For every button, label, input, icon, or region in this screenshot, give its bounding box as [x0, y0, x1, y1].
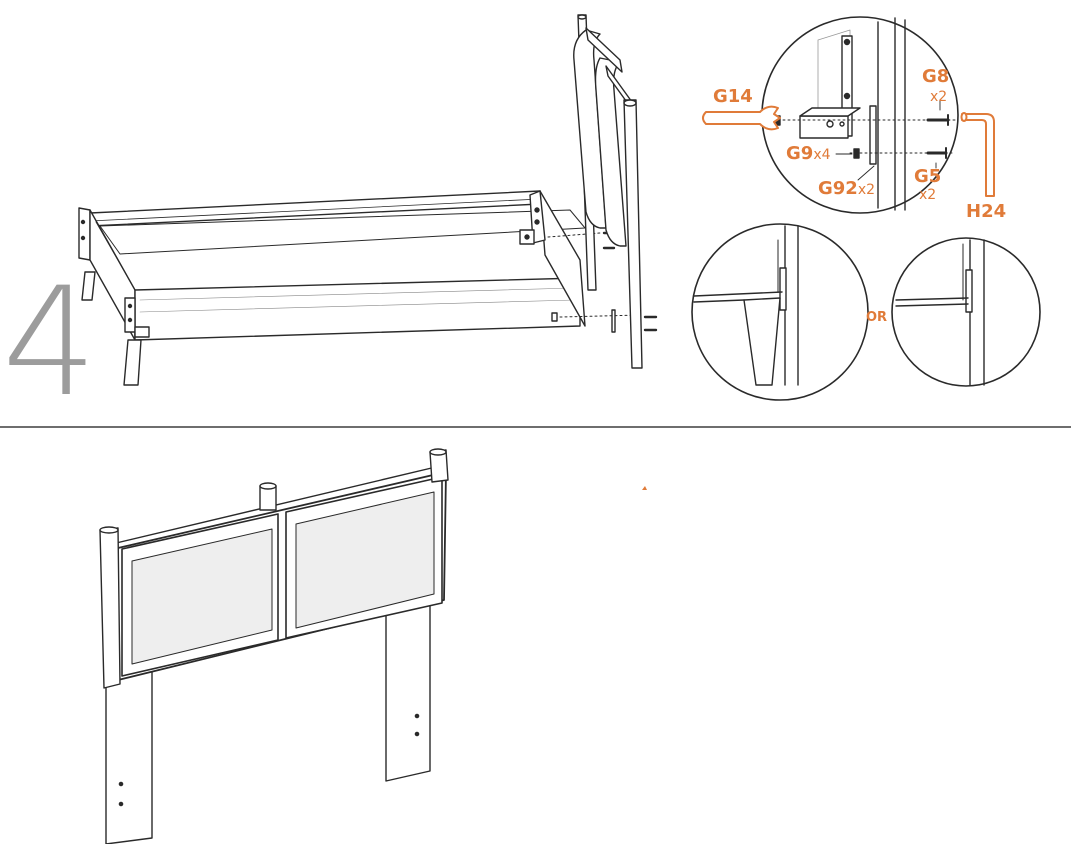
section-divider — [0, 426, 1071, 428]
callout-g92-qty: x2 — [857, 182, 876, 198]
callout-g14: G14 — [713, 88, 753, 106]
callout-g8-qty-wrap: x2 — [930, 88, 947, 104]
callout-g9-label: G9 — [786, 143, 814, 164]
step-number: 4 — [2, 256, 98, 430]
callout-g8-qty: x2 — [930, 89, 948, 105]
callout-g92: G92x2 — [818, 180, 875, 198]
or-label: OR — [866, 310, 888, 325]
callout-g9: G9x4 — [786, 145, 831, 163]
wrench-icon — [702, 105, 781, 131]
allen-key-icon — [960, 112, 995, 197]
detail-circle-rail-option — [891, 237, 1041, 387]
callout-g92-label: G92 — [818, 178, 858, 199]
callout-g9-qty: x4 — [813, 147, 831, 163]
callout-g5-label: G5 — [914, 166, 942, 187]
callout-g8: G8 — [922, 68, 949, 86]
callout-g14-label: G14 — [713, 86, 753, 107]
detail-circle-leg-option — [691, 223, 869, 401]
bed-frame — [78, 190, 658, 386]
callout-g5-qty-wrap: x2 — [919, 186, 936, 202]
callout-g5: G5 — [914, 168, 941, 186]
bolt-icon — [926, 114, 950, 159]
callout-h24: H24 — [966, 203, 1006, 221]
callout-g5-qty: x2 — [919, 187, 937, 203]
detail-circle-hardware — [761, 16, 959, 214]
headboard-side-view — [573, 14, 643, 369]
callout-g8-label: G8 — [922, 66, 950, 87]
headboard-assembled — [99, 448, 449, 844]
callout-h24-label: H24 — [966, 201, 1007, 222]
